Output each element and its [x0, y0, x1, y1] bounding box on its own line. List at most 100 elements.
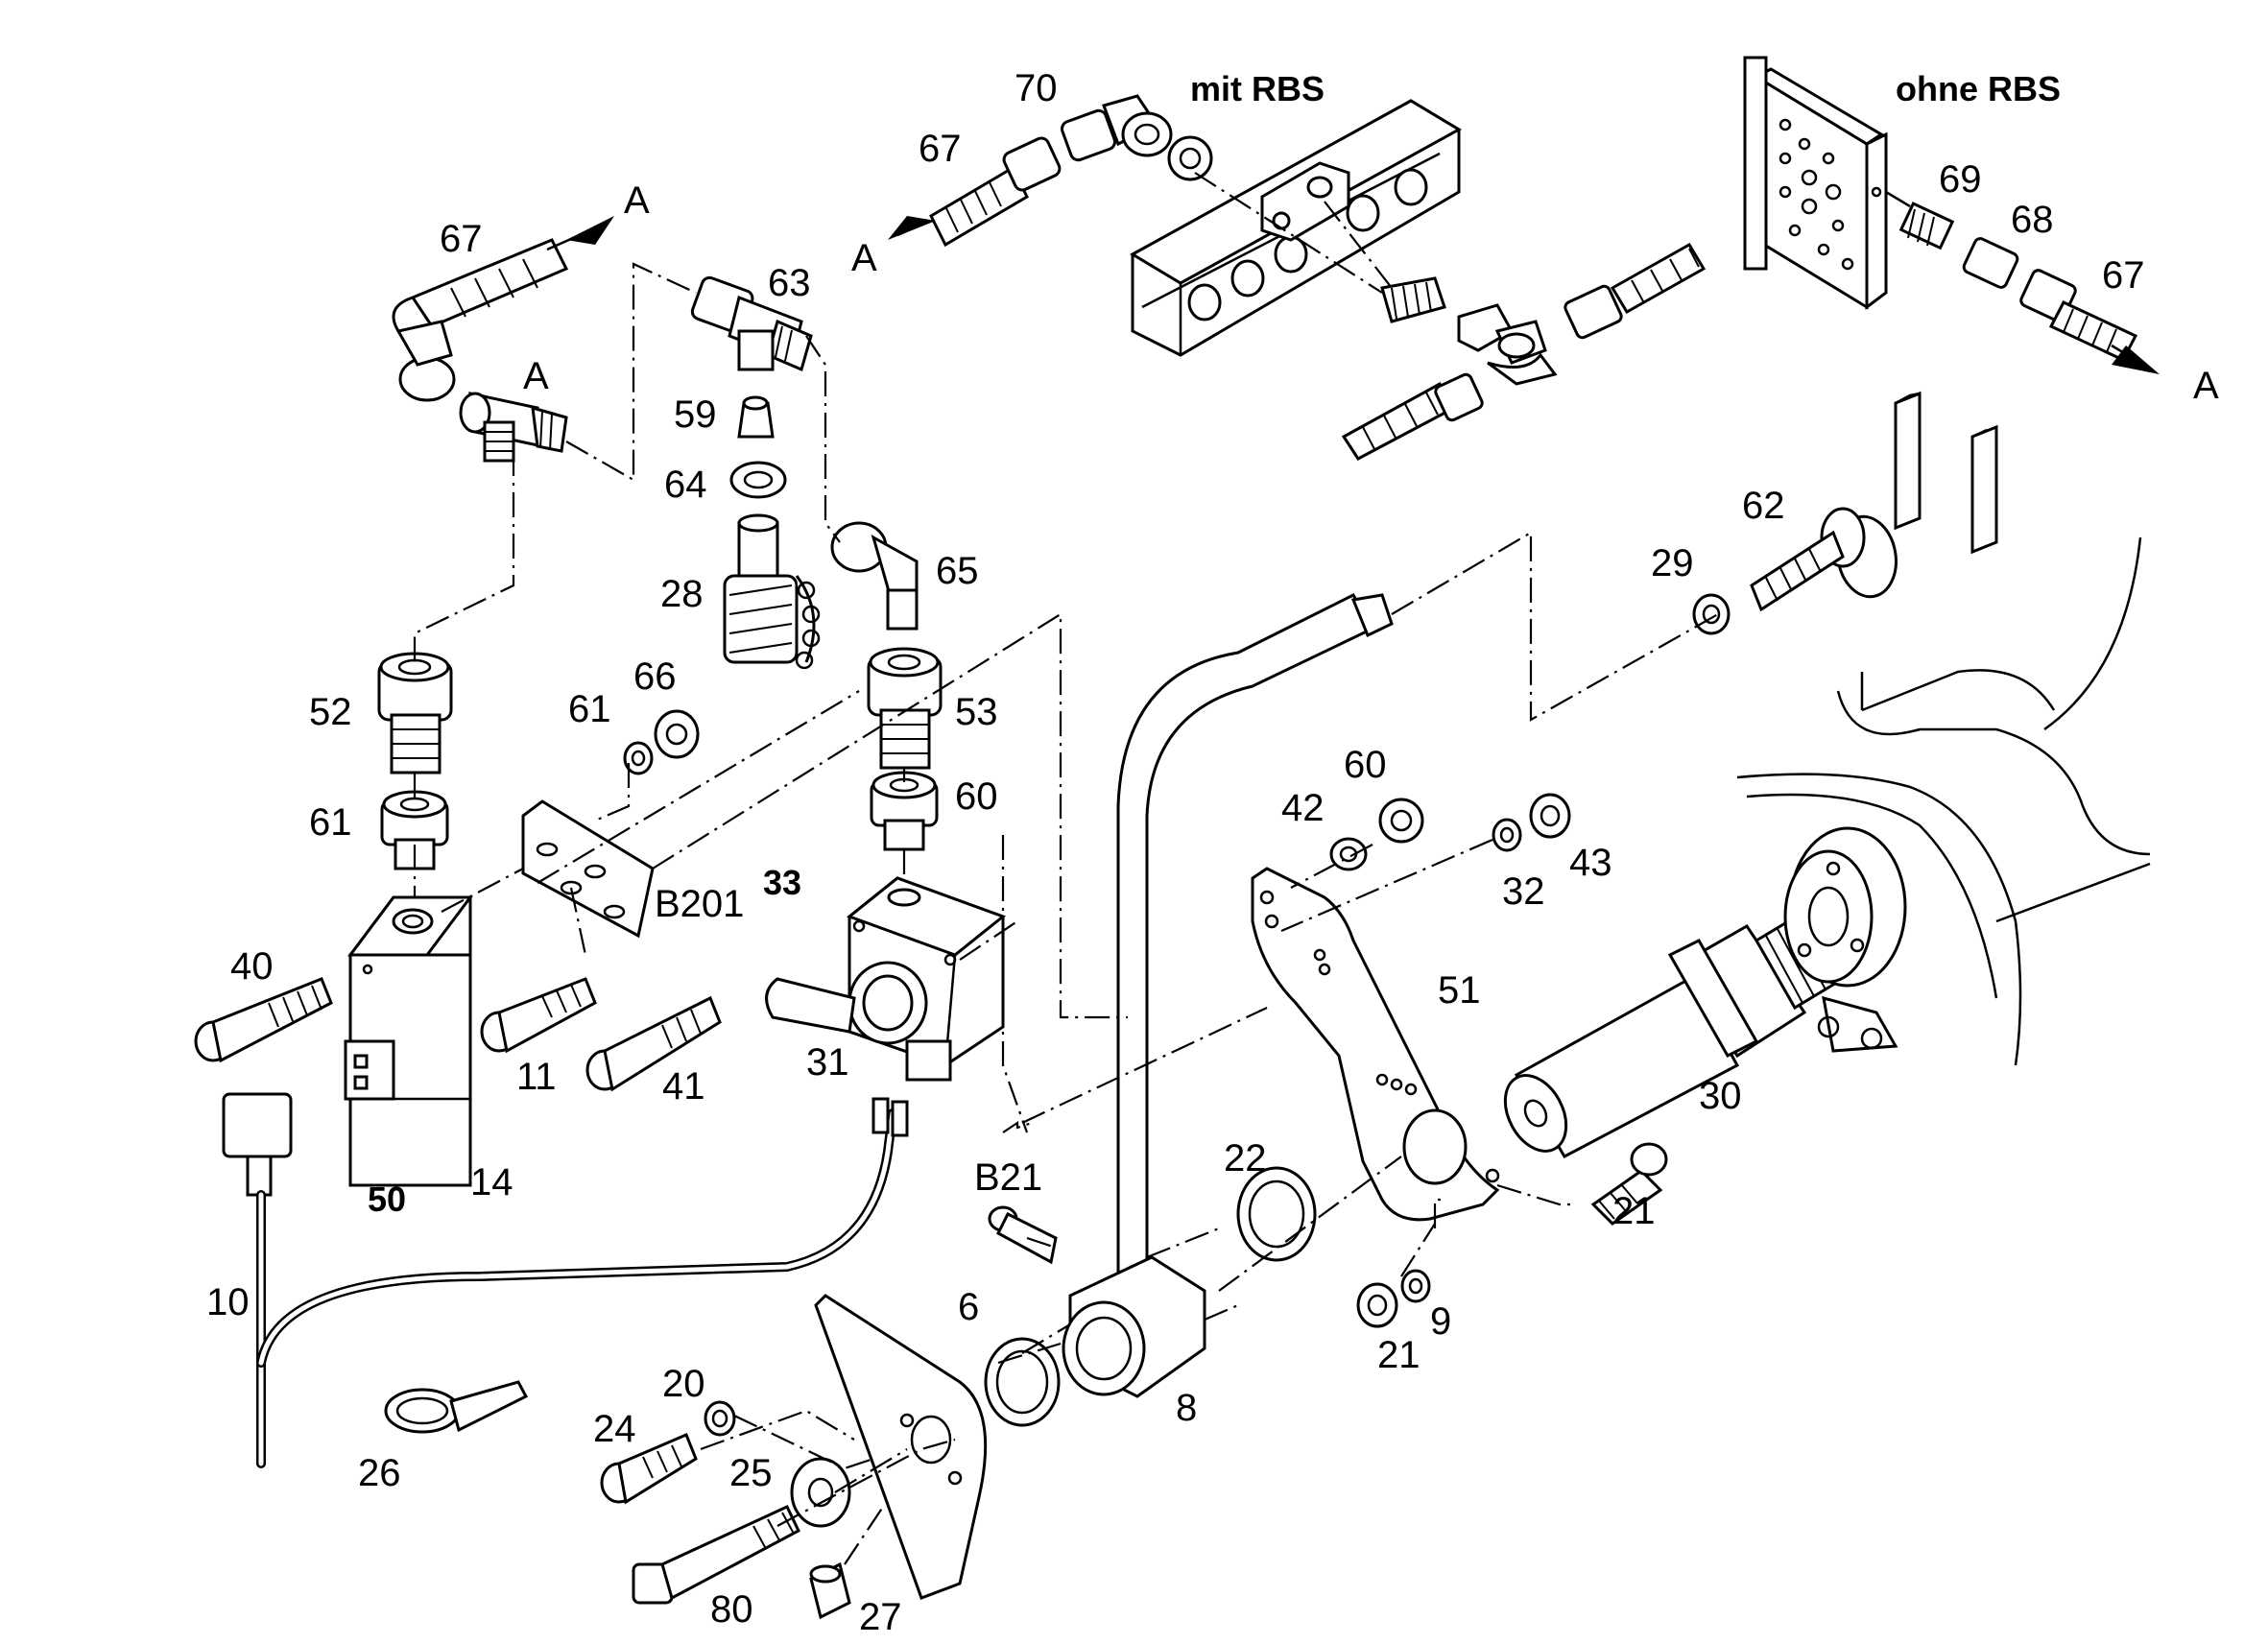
label-80: 26 [358, 1452, 401, 1494]
washer-33-nut-32 [1492, 793, 1571, 852]
screw-25 [600, 1433, 698, 1505]
washer-24 [704, 1400, 736, 1437]
label-24: 20 [662, 1363, 705, 1405]
hose-67-top [929, 136, 1062, 248]
label-30: 31 [806, 1041, 849, 1084]
label-27: 80 [710, 1588, 753, 1631]
fitting-61-right [867, 647, 943, 770]
label-69: 69 [1939, 158, 1982, 201]
label-a: A [851, 237, 877, 279]
label-65: 64 [664, 464, 707, 506]
screw-51 [194, 977, 333, 1063]
tee-59 [459, 392, 568, 463]
label-67: 67 [2102, 254, 2145, 297]
label-66: 28 [660, 573, 704, 615]
fitting-61-left [377, 652, 453, 774]
plug-64-nut-65 [729, 395, 787, 499]
label-61: 52 [309, 691, 352, 733]
label-67: 67 [440, 218, 483, 260]
fitting-60-left [380, 790, 449, 870]
coupling-flange [1783, 826, 1907, 1053]
machine-body [1736, 391, 2151, 1066]
label-8: 9 [1430, 1300, 1451, 1343]
washer-43-nut-42 [1329, 798, 1424, 871]
label-23: 27 [859, 1596, 902, 1638]
ohne-rbs-fittings [1885, 190, 2138, 362]
rbs-fittings [1341, 242, 1707, 461]
nut-70b [1167, 135, 1213, 181]
label-31: 41 [662, 1065, 705, 1108]
bolt-29 [1750, 507, 1898, 612]
ohne-rbs-plate [1743, 56, 1888, 310]
part-labels: 70 67 A mit RBS ohne RBS 67 A 63 69 68 6… [206, 67, 2219, 1638]
bolt-27 [632, 1505, 800, 1605]
label-26: 25 [729, 1452, 773, 1494]
label-21: 22 [1224, 1137, 1267, 1179]
label-9: 21 [1377, 1334, 1420, 1376]
label-70: 70 [1015, 67, 1058, 109]
label-a: A [2193, 365, 2219, 407]
screw-31 [585, 995, 722, 1092]
label-29: 62 [1742, 485, 1785, 527]
cable-6 [222, 1092, 909, 1468]
solenoid-valve-50 [344, 895, 473, 1187]
shield-plate [814, 1294, 988, 1600]
label-41: 11 [516, 1056, 557, 1098]
label-14: 30 [1699, 1075, 1742, 1117]
label-33: 32 [1502, 870, 1545, 913]
rbs-manifold-block [1129, 99, 1463, 357]
plate-40 [521, 799, 655, 939]
label-60: 60 [955, 775, 998, 818]
label-6: 10 [206, 1281, 250, 1323]
label-10: 21 [1612, 1190, 1656, 1232]
lever-arm-11 [1251, 867, 1500, 1222]
label-25: 24 [593, 1408, 636, 1450]
label-32: 43 [1569, 842, 1612, 884]
shaft-14 [1503, 909, 1846, 1158]
bushing-21-left [984, 1337, 1061, 1427]
label-64: 59 [674, 393, 717, 436]
label-50: 14 [470, 1161, 513, 1203]
label-62: 65 [936, 550, 979, 592]
label-40: B201 [655, 883, 744, 925]
pin-23 [809, 1561, 851, 1620]
switch-30 [765, 876, 1007, 1082]
elbow-62 [830, 521, 919, 631]
bolt-10 [1590, 1142, 1668, 1226]
label-20: 8 [1176, 1387, 1197, 1429]
label-52: 66 [633, 655, 677, 698]
spacer-26 [790, 1457, 851, 1528]
label-67: 67 [919, 128, 962, 170]
silencer-66 [723, 513, 821, 670]
label-22: B21 [974, 1156, 1042, 1199]
label-ohne-rbs: ohne RBS [1896, 69, 2061, 108]
bushing-21-right [1236, 1166, 1317, 1262]
label-11: 51 [1438, 969, 1481, 1012]
label-42: 60 [1344, 744, 1387, 786]
label-mit-rbs: mit RBS [1190, 69, 1325, 108]
label-60: 61 [309, 801, 352, 844]
tee-63 [690, 275, 813, 372]
fitting-60-right [870, 771, 939, 851]
nut-28 [1692, 593, 1731, 635]
label-28: 29 [1651, 542, 1694, 584]
label-61: 53 [955, 691, 998, 733]
washer-53-nut-52 [623, 709, 700, 775]
hose-67-elbow [392, 238, 569, 402]
label-b201: 33 [763, 863, 801, 902]
label-21: 6 [958, 1286, 979, 1328]
arrow-markers [546, 216, 2160, 374]
label-68: 68 [2011, 199, 2054, 241]
leader-lines [413, 172, 1719, 1565]
label-63: 63 [768, 262, 811, 304]
nut-9-washer-8 [1356, 1269, 1431, 1328]
label-b21: 50 [368, 1179, 406, 1219]
label-51: 40 [230, 945, 274, 988]
label-59: A [523, 355, 549, 397]
label-a: A [624, 179, 650, 222]
screw-41 [480, 977, 597, 1054]
cable-tie-80 [384, 1380, 529, 1434]
label-53: 61 [568, 688, 611, 730]
lever-rod-20 [1062, 593, 1394, 1398]
